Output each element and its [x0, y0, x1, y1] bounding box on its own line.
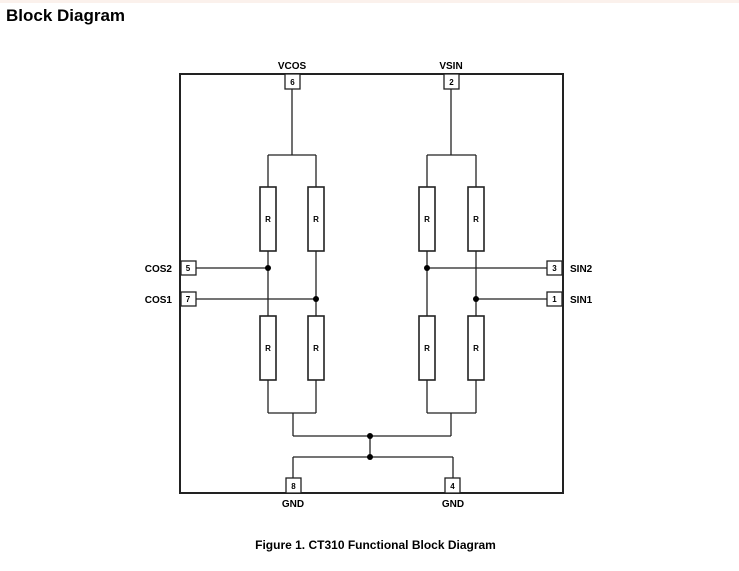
resistor-cos-bottom-left: R	[259, 315, 277, 381]
pin-number: 2	[449, 78, 454, 87]
resistor-label: R	[473, 344, 479, 353]
pin-vcos: VCOS 6	[278, 61, 307, 90]
resistor-label: R	[424, 344, 430, 353]
resistor-label: R	[265, 215, 271, 224]
junction-dot	[367, 454, 373, 460]
pin-name: GND	[282, 499, 304, 510]
pin-number: 8	[291, 482, 296, 491]
resistor-sin-top-left: R	[418, 186, 436, 252]
pin-cos1: COS1 7	[145, 291, 197, 307]
pin-name: COS1	[145, 295, 173, 306]
pin-sin1: 1 SIN1	[546, 291, 593, 307]
resistor-sin-top-right: R	[467, 186, 485, 252]
pin-gnd-left: 8 GND	[282, 477, 304, 510]
resistor-sin-bottom-right: R	[467, 315, 485, 381]
pin-number: 1	[552, 295, 557, 304]
chip-outline	[179, 73, 564, 494]
pin-name: VSIN	[439, 61, 462, 72]
pin-number: 7	[186, 295, 191, 304]
pin-cos2: COS2 5	[145, 260, 197, 276]
pin-number: 4	[450, 482, 455, 491]
junction-dot	[313, 296, 319, 302]
section-heading: Block Diagram	[6, 6, 126, 25]
resistor-label: R	[313, 215, 319, 224]
pin-vsin: VSIN 2	[439, 61, 463, 90]
resistor-sin-bottom-left: R	[418, 315, 436, 381]
junction-dot	[367, 433, 373, 439]
resistor-label: R	[313, 344, 319, 353]
resistor-label: R	[424, 215, 430, 224]
junction-dot	[424, 265, 430, 271]
pin-name: GND	[442, 499, 464, 510]
pin-number: 3	[552, 264, 557, 273]
figure-caption: Figure 1. CT310 Functional Block Diagram	[255, 538, 496, 552]
resistor-cos-top-right: R	[307, 186, 325, 252]
pin-gnd-right: 4 GND	[442, 477, 464, 510]
junction-dot	[473, 296, 479, 302]
resistor-cos-top-left: R	[259, 186, 277, 252]
resistor-label: R	[473, 215, 479, 224]
resistor-label: R	[265, 344, 271, 353]
junction-dot	[265, 265, 271, 271]
pin-number: 5	[186, 264, 191, 273]
pin-name: SIN2	[570, 264, 593, 275]
pin-name: VCOS	[278, 61, 307, 72]
pin-name: COS2	[145, 264, 173, 275]
resistor-cos-bottom-right: R	[307, 315, 325, 381]
pin-sin2: 3 SIN2	[546, 260, 593, 276]
pin-number: 6	[290, 78, 295, 87]
pin-name: SIN1	[570, 295, 593, 306]
top-band	[0, 0, 739, 3]
